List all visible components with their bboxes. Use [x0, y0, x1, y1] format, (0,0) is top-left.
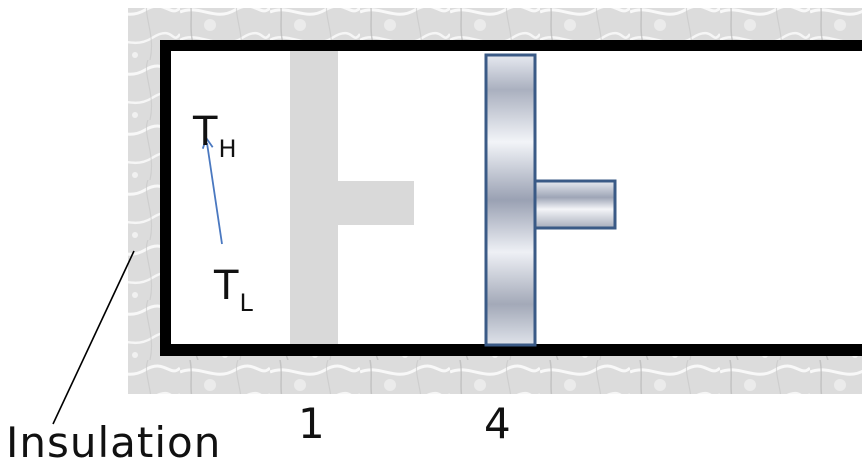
insulation-leader-line	[52, 250, 135, 425]
insulation-top-band	[128, 8, 862, 44]
state-1-label: 1	[298, 399, 325, 448]
insulation-label: Insulation	[6, 418, 222, 467]
piston-rod	[529, 179, 617, 230]
cylinder-top-wall	[160, 40, 862, 51]
temperature-arrow	[207, 143, 223, 245]
cylinder-left-wall	[160, 40, 171, 356]
temp-high-label: TH	[193, 109, 237, 163]
insulation-bottom-band	[128, 356, 862, 394]
insulation-left-band	[128, 8, 162, 394]
cylinder-bottom-wall	[160, 344, 862, 356]
temp-low-label: TL	[214, 263, 253, 317]
ghost-piston-head	[290, 51, 338, 344]
piston-head	[484, 53, 537, 347]
ghost-piston-rod	[336, 181, 414, 225]
state-4-label: 4	[484, 399, 511, 448]
